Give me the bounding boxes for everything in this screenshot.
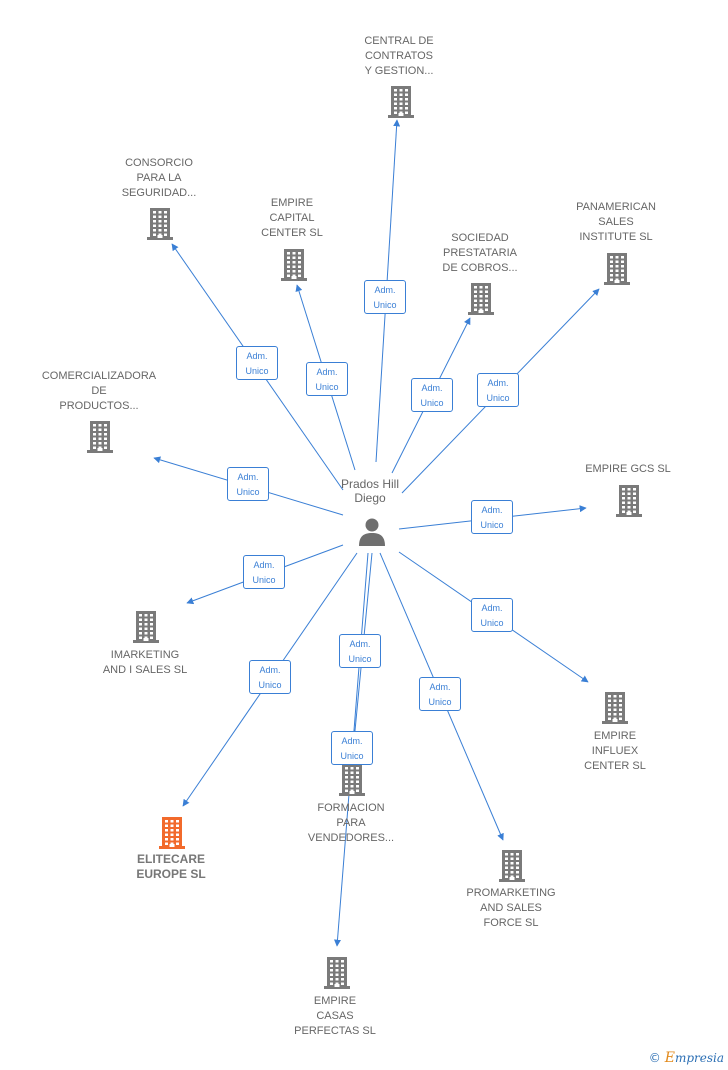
- company-imarketing-label[interactable]: IMARKETING AND I SALES SL: [102, 649, 188, 676]
- company-consorcio-building-icon[interactable]: [146, 206, 174, 245]
- brand-logo: ©Empresia: [648, 1050, 724, 1066]
- company-panamerican-building-icon[interactable]: [603, 251, 631, 290]
- company-promarketing-label[interactable]: PROMARKETING AND SALES FORCE SL: [466, 887, 556, 929]
- company-imarketing-building-icon[interactable]: [132, 609, 160, 648]
- role-badge-elitecare[interactable]: Adm. Unico: [249, 660, 291, 694]
- company-consorcio-label[interactable]: CONSORCIO PARA LA SEGURIDAD...: [121, 157, 197, 199]
- company-empire-casas-building-icon[interactable]: [323, 955, 351, 994]
- copyright-icon: ©: [648, 1051, 661, 1065]
- role-badge-empire-influex[interactable]: Adm. Unico: [471, 598, 513, 632]
- role-badge-imarketing[interactable]: Adm. Unico: [243, 555, 285, 589]
- company-central-building-icon[interactable]: [387, 84, 415, 123]
- company-empire-gcs-label[interactable]: EMPIRE GCS SL: [585, 463, 671, 475]
- role-badge-empire-casas[interactable]: Adm. Unico: [331, 731, 373, 765]
- role-badge-empire-capital[interactable]: Adm. Unico: [306, 362, 348, 396]
- company-comercializadora-building-icon[interactable]: [86, 419, 114, 458]
- company-empire-casas-label[interactable]: EMPIRE CASAS PERFECTAS SL: [294, 995, 376, 1037]
- role-badge-sociedad[interactable]: Adm. Unico: [411, 378, 453, 412]
- company-panamerican-label[interactable]: PANAMERICAN SALES INSTITUTE SL: [576, 201, 656, 243]
- company-elitecare-building-icon[interactable]: [158, 815, 186, 854]
- company-elitecare-label[interactable]: ELITECARE EUROPE SL: [136, 852, 206, 881]
- company-sociedad-label[interactable]: SOCIEDAD PRESTATARIA DE COBROS...: [442, 232, 518, 274]
- company-sociedad-building-icon[interactable]: [467, 281, 495, 320]
- company-empire-gcs-building-icon[interactable]: [615, 483, 643, 522]
- role-badge-empire-gcs[interactable]: Adm. Unico: [471, 500, 513, 534]
- role-badge-promarketing[interactable]: Adm. Unico: [419, 677, 461, 711]
- role-badge-panamerican[interactable]: Adm. Unico: [477, 373, 519, 407]
- person-label[interactable]: Prados Hill Diego: [340, 477, 400, 505]
- company-promarketing-building-icon[interactable]: [498, 848, 526, 887]
- company-central-label[interactable]: CENTRAL DE CONTRATOS Y GESTION...: [364, 35, 434, 77]
- company-empire-capital-building-icon[interactable]: [280, 247, 308, 286]
- person-icon[interactable]: [357, 517, 387, 552]
- role-badge-central[interactable]: Adm. Unico: [364, 280, 406, 314]
- company-formacion-label[interactable]: FORMACION PARA VENDEDORES...: [307, 802, 395, 844]
- company-formacion-building-icon[interactable]: [338, 762, 366, 801]
- company-empire-influex-label[interactable]: EMPIRE INFLUEX CENTER SL: [584, 730, 646, 772]
- company-empire-capital-label[interactable]: EMPIRE CAPITAL CENTER SL: [261, 197, 323, 239]
- role-badge-formacion[interactable]: Adm. Unico: [339, 634, 381, 668]
- role-badge-consorcio[interactable]: Adm. Unico: [236, 346, 278, 380]
- company-comercializadora-label[interactable]: COMERCIALIZADORA DE PRODUCTOS...: [41, 370, 157, 412]
- role-badge-comercializadora[interactable]: Adm. Unico: [227, 467, 269, 501]
- company-empire-influex-building-icon[interactable]: [601, 690, 629, 729]
